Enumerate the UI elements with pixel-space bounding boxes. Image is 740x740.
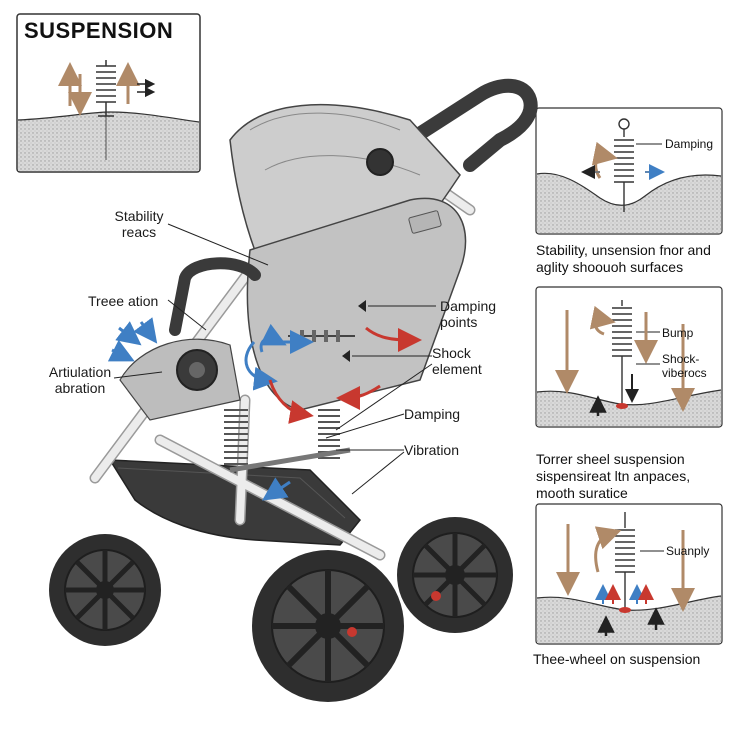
coil-spring-icon (96, 60, 116, 117)
panel1-caption-line1: Stability, unsension fnor and (536, 242, 711, 258)
panel1-caption: Stability, unsension fnor and aglity sho… (536, 242, 711, 276)
callout-artulation-line1: Artiulation (48, 364, 112, 380)
panel3-caption-line1: Thee-wheel on suspension (533, 651, 701, 667)
callout-damping-points: Damping points (440, 298, 496, 330)
rear-right-wheel (397, 517, 513, 633)
panel2-tag-shock: Shock- (662, 352, 700, 366)
bumper-bar (169, 257, 261, 336)
panel1-caption-line2: aglity shoouoh surfaces (536, 259, 684, 275)
callout-stability-line2: reacs (121, 224, 157, 240)
callout-artulation-line2: abration (54, 380, 106, 396)
right-panel-1 (535, 107, 723, 235)
right-panel-3 (535, 503, 723, 645)
callout-damping-points-line2: points (440, 314, 478, 330)
callout-stability: Stability reacs (94, 208, 184, 240)
suspension-title-panel (16, 13, 201, 173)
callout-shock-element: Shock element (432, 345, 482, 377)
panel-title: SUSPENSION (24, 18, 174, 43)
panel3-caption: Thee-wheel on suspension (533, 651, 700, 668)
handlebar (403, 78, 538, 172)
storage-basket (108, 459, 362, 546)
coil-spring-icon (612, 300, 632, 406)
callout-artulation: Artiulation abration (32, 364, 128, 396)
callout-vibration: Vibration (404, 442, 460, 458)
right-panel-2 (535, 286, 723, 428)
front-wheel (252, 550, 404, 702)
panel2-tag-viberocs: viberocs (662, 366, 707, 380)
callout-treee-ation: Treee ation (88, 293, 159, 309)
callout-shock-element-line2: element (432, 361, 482, 377)
stroller-illustration (49, 78, 538, 702)
callout-stability-line1: Stability (114, 208, 164, 224)
coil-spring-icon (615, 512, 635, 610)
panel2-caption: Torrer sheel suspension sispensireat ltn… (536, 451, 690, 502)
panel3-tag-suanply: Suanply (666, 544, 710, 558)
front-small-wheel (49, 534, 161, 646)
callout-shock-element-line1: Shock (432, 345, 471, 361)
callout-damping: Damping (404, 406, 461, 422)
panel2-caption-line2: sispensireat ltn anpaces, (536, 468, 691, 484)
panel2-caption-line3: mooth suratice (536, 485, 628, 501)
panel1-tag-damping: Damping (665, 137, 714, 151)
coil-spring-icon (614, 118, 634, 212)
panel2-caption-line1: Torrer sheel suspension (536, 451, 685, 467)
callout-leader-lines (113, 223, 436, 495)
panel2-tag-bump: Bump (662, 326, 694, 340)
callout-damping-points-line1: Damping (440, 298, 497, 314)
